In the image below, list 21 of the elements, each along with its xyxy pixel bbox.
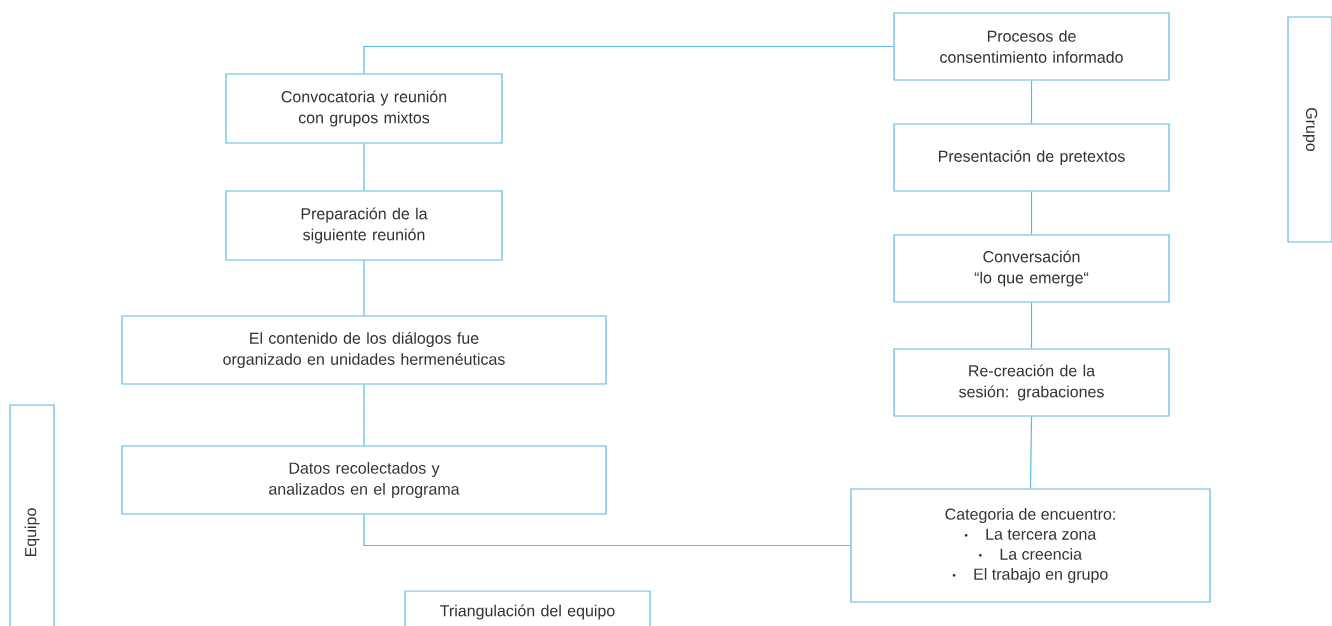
process-box: Presentación de pretextos	[893, 123, 1170, 192]
connector-line	[363, 143, 365, 191]
process-box: Datos recolectados y analizados en el programa	[121, 445, 607, 515]
process-box: Conversación “lo que emerge“	[893, 234, 1170, 303]
process-box: Preparación de la siguiente reunión	[225, 190, 503, 261]
process-box: El contenido de los diálogos fue organizado en unidades hermenéuticas	[121, 315, 607, 385]
label-band: Equipo	[9, 404, 55, 626]
category-box: Categoria de encuentro: La tercera zona La creencia El trabajo en grupo	[850, 488, 1211, 603]
connector-line	[1030, 191, 1033, 235]
connector-line	[363, 514, 851, 547]
process-box: Triangulación del equipo	[404, 590, 651, 626]
process-box: Convocatoria y reunión con grupos mixtos	[225, 73, 503, 144]
process-box: Procesos de consentimiento informado	[893, 12, 1170, 81]
process-box: Re-creación de la sesión: grabaciones	[893, 348, 1170, 417]
connector-line	[363, 260, 365, 316]
connector-line	[1029, 416, 1033, 489]
label-band: Grupo	[1287, 16, 1332, 243]
connector-line	[363, 384, 365, 446]
connector-line	[1030, 80, 1033, 124]
connector-line	[1030, 302, 1033, 349]
connector-line	[363, 45, 894, 74]
